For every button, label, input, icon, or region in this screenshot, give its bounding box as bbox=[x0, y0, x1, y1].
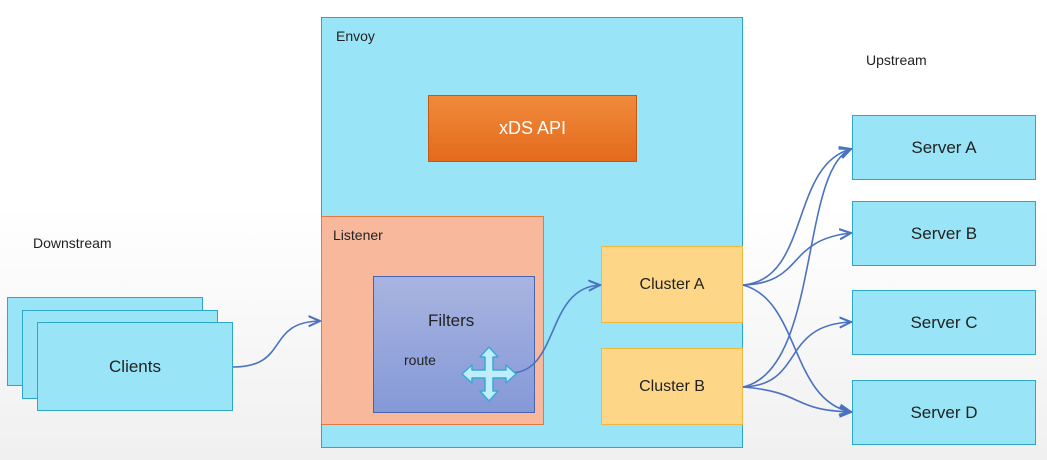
upstream-label: Upstream bbox=[866, 52, 927, 68]
clients-box[interactable]: Clients bbox=[37, 322, 233, 411]
server-a-box[interactable]: Server A bbox=[852, 115, 1036, 180]
server-c-box[interactable]: Server C bbox=[852, 290, 1036, 355]
cluster-a-to-server-a-arrow bbox=[742, 149, 851, 286]
route-move-icon bbox=[461, 346, 517, 402]
listener-label: Listener bbox=[333, 227, 383, 243]
cluster-b-box[interactable]: Cluster B bbox=[601, 348, 743, 425]
route-label: route bbox=[404, 352, 436, 368]
server-d-box[interactable]: Server D bbox=[852, 380, 1036, 445]
cluster-a-to-server-d-arrow bbox=[742, 284, 851, 412]
clients-to-listener-arrow bbox=[232, 321, 320, 368]
xds-api-box[interactable]: xDS API bbox=[428, 95, 637, 162]
cluster-b-to-server-a-arrow bbox=[742, 149, 851, 388]
server-b-box[interactable]: Server B bbox=[852, 201, 1036, 266]
downstream-label: Downstream bbox=[33, 235, 112, 251]
route-to-cluster-a-arrow bbox=[509, 285, 600, 374]
cluster-a-box[interactable]: Cluster A bbox=[601, 246, 743, 323]
cluster-b-to-server-c-arrow bbox=[742, 322, 851, 388]
filters-box[interactable] bbox=[373, 276, 535, 413]
filters-label: Filters bbox=[428, 311, 475, 330]
cluster-a-to-server-b-arrow bbox=[742, 233, 851, 286]
cluster-b-to-server-d-arrow bbox=[742, 386, 851, 412]
envoy-label: Envoy bbox=[336, 28, 375, 44]
